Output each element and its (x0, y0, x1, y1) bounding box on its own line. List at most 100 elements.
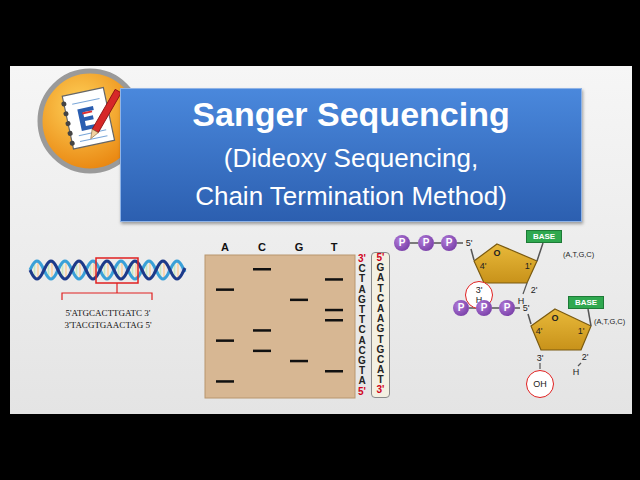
read-letter: T (359, 366, 365, 376)
gel-band (325, 319, 343, 322)
title-band: Sanger Sequencing (Dideoxy Sequencing, Ch… (120, 88, 582, 222)
read-letter: A (358, 336, 365, 346)
base-letter: A (377, 304, 384, 314)
read-letter: G (358, 356, 366, 366)
bond (457, 242, 463, 244)
gel-band (253, 268, 271, 271)
base-pair (121, 261, 123, 279)
sequence-text: 5'ATGCACTTGATC 3' (66, 309, 151, 318)
gel-band (216, 288, 234, 291)
phosphate-circle: P (418, 235, 434, 251)
atom-label: 2' (582, 353, 589, 362)
phosphate-circle: P (499, 300, 515, 316)
atom-label: 5' (466, 239, 473, 248)
node-text: P (446, 238, 453, 248)
notebook-rule (72, 99, 99, 105)
read-letter: C (358, 325, 365, 335)
atom-label: 2' (531, 286, 538, 295)
base-pair (51, 261, 53, 279)
node-text: P (399, 238, 406, 248)
read-letter: C (358, 346, 365, 356)
base-pair (37, 261, 39, 279)
base-letter: G (377, 263, 385, 273)
base-pair (177, 261, 179, 279)
phosphate-circle: P (453, 300, 469, 316)
bracket (62, 283, 152, 300)
read-letter: C (358, 264, 365, 274)
atom-label: 4' (480, 262, 487, 271)
read-letter: T (359, 305, 365, 315)
atom-label: O (493, 249, 500, 258)
phosphate-circle: P (441, 235, 457, 251)
lane-label: A (221, 242, 229, 253)
sequence-text: 3'TACGTGAACTAG 5' (64, 321, 151, 330)
base-pair (135, 261, 137, 279)
read-letter: T (359, 274, 365, 284)
read-letter: A (358, 376, 365, 386)
atom-label: (A,T,G,C) (563, 251, 594, 259)
base-pair (93, 261, 95, 279)
title-text: (Dideoxy Sequencing, Chain Termination M… (131, 140, 571, 215)
ribose-ring (531, 309, 591, 350)
gel-band (325, 309, 343, 312)
gel-band (253, 329, 271, 332)
hydroxyl-circle: OH (526, 370, 554, 398)
read-letter: 3' (358, 254, 366, 264)
atom-label: 3' (537, 354, 544, 363)
base-letter: A (377, 365, 384, 375)
base-letter: T (377, 375, 383, 385)
bond (492, 307, 499, 309)
atom-label: 1' (525, 262, 532, 271)
gel-band (216, 380, 234, 383)
base-pair (163, 261, 165, 279)
read-letter: 5' (358, 387, 366, 397)
base-letter: A (377, 273, 384, 283)
spiral-ring (61, 101, 67, 107)
bond (515, 307, 520, 309)
phosphate-circle: P (394, 235, 410, 251)
node-text: BASE (575, 299, 597, 307)
node-text: BASE (533, 233, 555, 241)
bond (588, 309, 591, 326)
node-text: P (458, 303, 465, 313)
base-box: BASE (526, 230, 562, 243)
phosphate-circle: P (476, 300, 492, 316)
base-letter: T (377, 284, 383, 294)
read-letter: T (359, 315, 365, 325)
atom-label: O (551, 314, 558, 323)
lane-label: C (258, 242, 266, 253)
bond (578, 363, 581, 366)
selection-box (96, 258, 138, 283)
base-letter: A (377, 314, 384, 324)
slide-panel (10, 66, 632, 414)
dna-helix (30, 261, 185, 279)
base-box: BASE (568, 296, 604, 309)
read-letter: A (358, 285, 365, 295)
read-letter: G (358, 295, 366, 305)
spiral-ring (67, 130, 73, 136)
bond (528, 314, 531, 324)
node-text: 3' (476, 285, 483, 295)
gel-bands (216, 268, 343, 383)
spiral-ring (63, 111, 69, 117)
node-text: OH (533, 379, 547, 389)
base-pair (107, 261, 109, 279)
spiral-ring (69, 140, 75, 146)
base-pair (65, 261, 67, 279)
gel-band (290, 299, 308, 302)
bond (434, 242, 441, 244)
atom-label: H (573, 368, 580, 377)
base-pair (79, 261, 81, 279)
strand (30, 261, 185, 279)
title-text: Sanger Sequencing (192, 95, 509, 134)
atom-label: (A,T,G,C) (594, 318, 625, 326)
bond (537, 243, 543, 261)
bond (523, 283, 527, 294)
base-letter: C (377, 294, 384, 304)
lane-label: G (295, 242, 304, 253)
complement-column: 5'GATCAAGTGCAT3' (371, 252, 391, 398)
node-text: P (481, 303, 488, 313)
atom-label: 5' (523, 304, 530, 313)
spiral-ring (65, 121, 71, 127)
